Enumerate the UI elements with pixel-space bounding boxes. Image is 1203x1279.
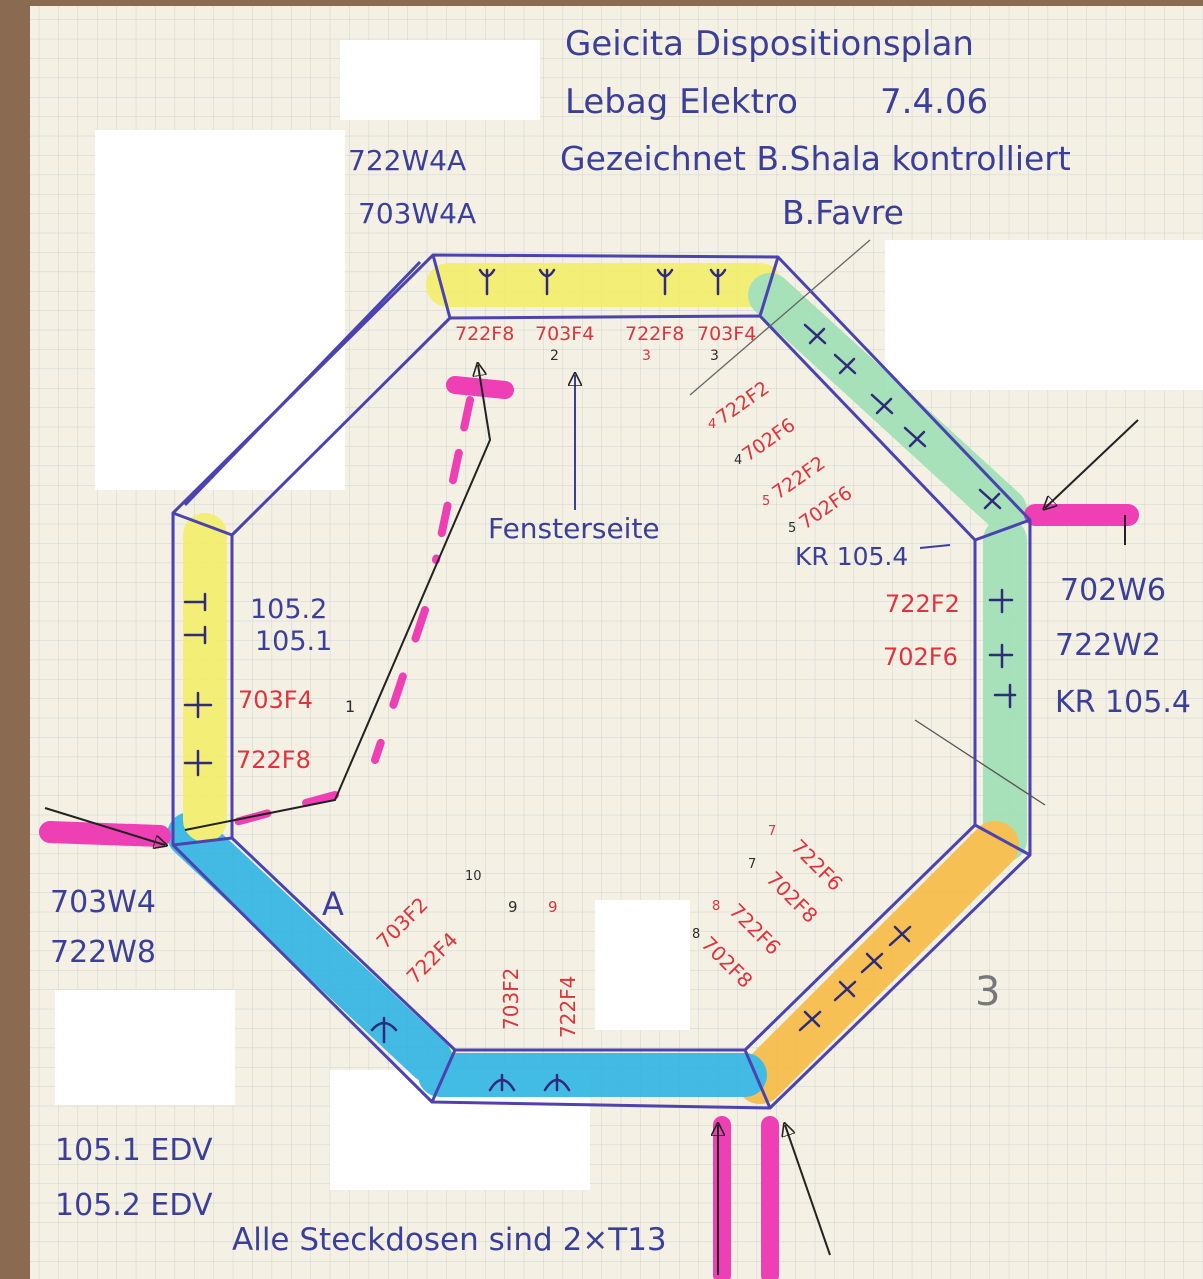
- header-drawn-by: Gezeichnet B.Shala kontrolliert: [560, 139, 1071, 178]
- svg-text:722W2: 722W2: [1055, 628, 1161, 663]
- svg-text:5: 5: [762, 494, 770, 509]
- octagon-room-outline: [171, 253, 1032, 1110]
- header-checked-by: B.Favre: [782, 193, 904, 232]
- arrows: [44, 239, 1139, 1275]
- svg-text:7: 7: [768, 824, 776, 839]
- svg-text:722F4: 722F4: [556, 976, 580, 1038]
- svg-text:8: 8: [712, 899, 720, 914]
- svg-text:KR 105.4: KR 105.4: [1055, 685, 1191, 720]
- svg-text:702F6: 702F6: [883, 643, 958, 671]
- top-circuit-labels: 722F8 703F4 722F8 703F4 2 3 3: [455, 323, 756, 364]
- left-inner-labels: 105.2 105.1 703F4 722F8 1: [236, 594, 355, 774]
- svg-text:8: 8: [692, 927, 700, 942]
- bottom-mid-circuit-labels: 9 9 703F2 722F4: [499, 898, 580, 1038]
- svg-text:703W4: 703W4: [50, 885, 156, 920]
- svg-text:2: 2: [550, 348, 559, 364]
- svg-text:703F4: 703F4: [535, 323, 594, 345]
- cyan-band-lower-left: [167, 812, 453, 1083]
- svg-text:722W4A: 722W4A: [348, 144, 466, 177]
- svg-text:722F8: 722F8: [236, 746, 311, 774]
- svg-text:703F4: 703F4: [238, 686, 313, 714]
- svg-text:105.2: 105.2: [250, 594, 327, 625]
- redaction-patches: [55, 40, 1203, 1190]
- svg-text:5: 5: [788, 521, 796, 536]
- kr-inner-label: KR 105.4: [795, 542, 908, 571]
- svg-text:9: 9: [548, 898, 558, 916]
- socket-icon-bottom: [370, 1016, 571, 1092]
- socket-icon-upper-right: [803, 323, 1002, 510]
- header: Geicita Dispositionsplan Lebag Elektro 7…: [560, 24, 1071, 232]
- header-title: Geicita Dispositionsplan: [565, 24, 974, 64]
- arrow-bottom-diag: [785, 1125, 831, 1256]
- svg-text:702W6: 702W6: [1060, 573, 1166, 608]
- footer-note: Alle Steckdosen sind 2×T13: [232, 1222, 667, 1258]
- socket-icon-lower-right: [798, 925, 912, 1032]
- svg-text:722F8: 722F8: [625, 323, 684, 345]
- svg-text:105.1: 105.1: [255, 626, 332, 657]
- svg-text:10: 10: [465, 869, 482, 884]
- orange-band-lower-right: [736, 821, 1019, 1104]
- top-outer-labels: 722W4A 703W4A: [348, 144, 476, 230]
- right-outer-labels: 702W6 722W2 KR 105.4: [1055, 573, 1191, 720]
- svg-text:703F4: 703F4: [697, 323, 756, 345]
- svg-text:3: 3: [710, 348, 719, 364]
- svg-text:1: 1: [345, 697, 355, 716]
- svg-text:3: 3: [642, 348, 651, 364]
- right-inner-labels: 722F2 702F6: [883, 590, 960, 671]
- magenta-marks: [39, 376, 1139, 1279]
- window-side-label: Fensterseite: [488, 512, 660, 545]
- socket-icon-right: [988, 588, 1017, 709]
- left-outer-labels: 703W4 722W8: [50, 885, 156, 970]
- svg-text:4: 4: [734, 453, 742, 468]
- svg-text:703F2: 703F2: [499, 968, 523, 1030]
- svg-text:722F8: 722F8: [455, 323, 514, 345]
- cable-route-line: [184, 365, 492, 831]
- arrow-left-feed: [44, 807, 165, 845]
- header-company: Lebag Elektro: [565, 82, 798, 122]
- svg-text:9: 9: [508, 898, 518, 916]
- svg-text:703W4A: 703W4A: [358, 197, 476, 230]
- area-letter: A: [322, 885, 344, 923]
- svg-text:7: 7: [748, 857, 756, 872]
- socket-icon-left: [183, 592, 213, 777]
- header-date: 7.4.06: [880, 82, 988, 122]
- svg-text:722W8: 722W8: [50, 935, 156, 970]
- arrow-right-feed: [1045, 419, 1139, 508]
- lower-right-mark: 3: [975, 969, 1000, 1015]
- svg-text:722F2: 722F2: [885, 590, 960, 618]
- svg-text:4: 4: [708, 417, 716, 432]
- socket-symbols: [183, 268, 1017, 1092]
- socket-icon-top-row: [478, 268, 727, 296]
- svg-text:105.2 EDV: 105.2 EDV: [55, 1188, 213, 1223]
- legend: 105.1 EDV 105.2 EDV: [55, 1133, 213, 1223]
- svg-text:105.1 EDV: 105.1 EDV: [55, 1133, 213, 1168]
